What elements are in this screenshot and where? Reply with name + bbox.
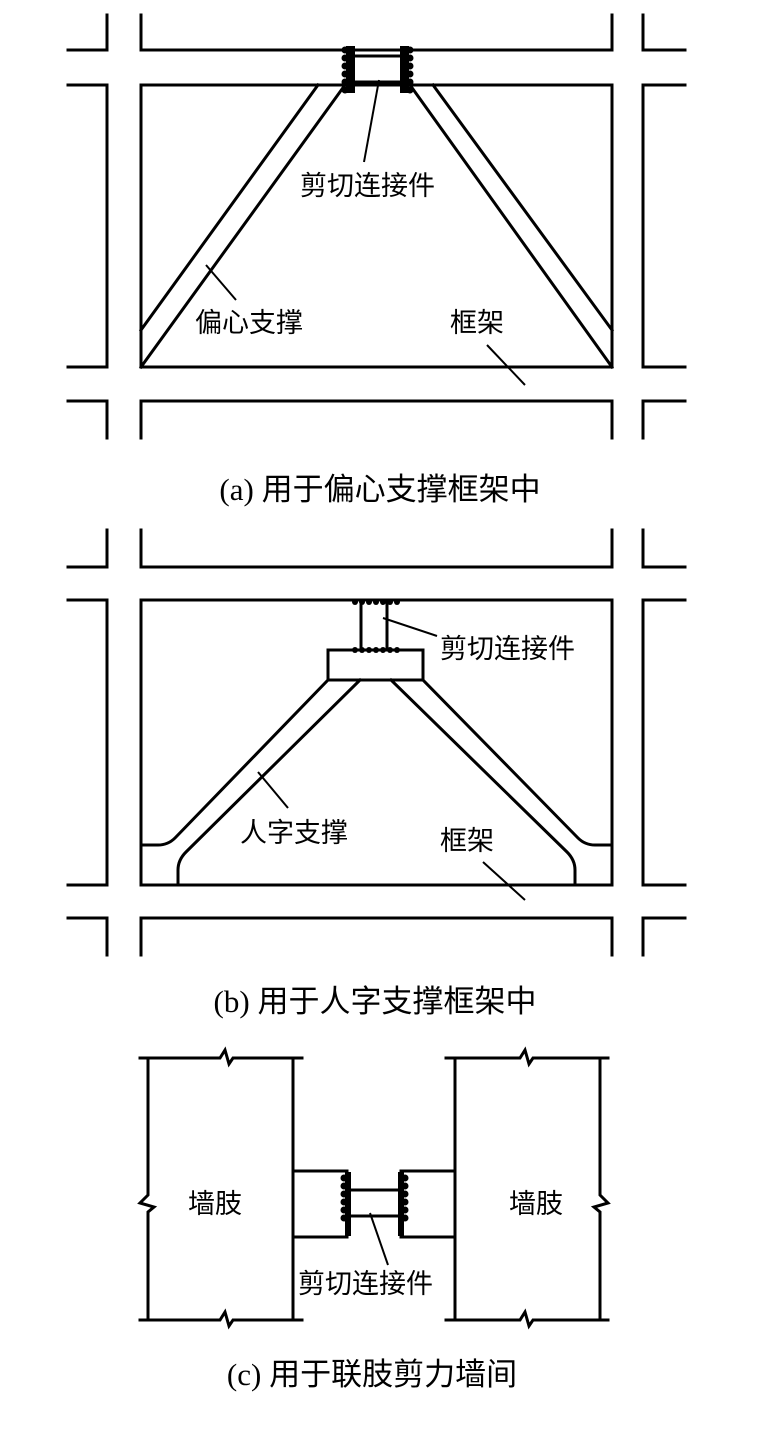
brace-label-a: 偏心支撑: [195, 308, 303, 339]
leader-line: [363, 79, 380, 163]
shear-link-a: [341, 46, 414, 94]
leader-line: [486, 344, 526, 386]
panel-b-chevron-brace-frame: 剪切连接件 人字支撑 框架 (b) 用于人字支撑框架中: [66, 528, 687, 1019]
leader-line: [369, 1212, 389, 1266]
panel-c-coupled-shear-wall: 墙肢 墙肢 剪切连接件 (c) 用于联肢剪力墙间: [137, 1046, 611, 1392]
caption-b: (b) 用于人字支撑框架中: [214, 984, 537, 1019]
wall-pier-label-right: 墙肢: [509, 1189, 563, 1220]
leader-line: [482, 861, 526, 901]
shear-link-c: [340, 1172, 409, 1236]
eccentric-brace-a: [138, 82, 615, 370]
chevron-brace-b: [139, 677, 614, 887]
wall-pier-left: [137, 1046, 304, 1330]
shear-link-b: [326, 598, 425, 682]
leader-line: [257, 771, 289, 809]
leader-line: [205, 264, 237, 301]
link-label-a: 剪切连接件: [300, 171, 435, 202]
frame-label-b: 框架: [440, 826, 494, 857]
frame-grid-a: [66, 13, 687, 440]
leader-line: [382, 617, 438, 637]
wall-pier-right: [444, 1046, 611, 1330]
panel-a-eccentric-brace-frame: 剪切连接件 偏心支撑 框架 (a) 用于偏心支撑框架中: [66, 13, 687, 507]
link-label-c: 剪切连接件: [298, 1269, 433, 1300]
wall-pier-label-left: 墙肢: [188, 1189, 242, 1220]
caption-c: (c) 用于联肢剪力墙间: [227, 1357, 517, 1392]
frame-grid-b: [66, 528, 687, 957]
link-label-b: 剪切连接件: [440, 634, 575, 665]
caption-a: (a) 用于偏心支撑框架中: [219, 472, 540, 507]
frame-label-a: 框架: [450, 308, 504, 339]
brace-label-b: 人字支撑: [240, 818, 348, 849]
